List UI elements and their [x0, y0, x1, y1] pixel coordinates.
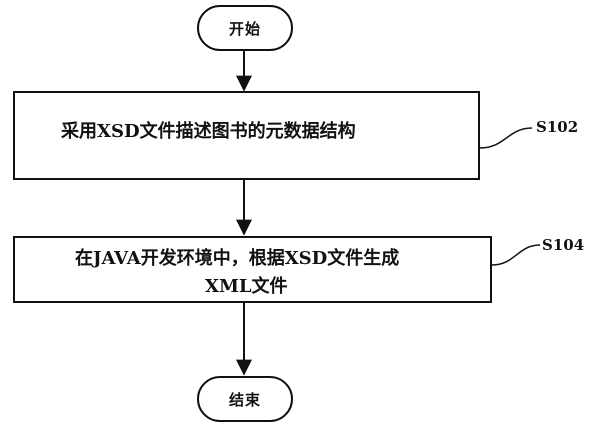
- end-label: 结束: [228, 390, 261, 409]
- start-node: 开始: [197, 5, 293, 51]
- step-label-s102: S102: [536, 118, 579, 136]
- step-label-s104: S104: [542, 236, 585, 254]
- s104-text-line1: 在JAVA开发环境中，根据XSD文件生成: [75, 248, 400, 269]
- leader-s104: [491, 244, 541, 266]
- process-s102: 采用XSD文件描述图书的元数据结构: [13, 91, 480, 180]
- s104-text-line2: XML文件: [205, 276, 288, 297]
- s102-text: 采用XSD文件描述图书的元数据结构: [61, 121, 356, 142]
- leader-s102: [479, 127, 533, 149]
- end-node: 结束: [197, 376, 293, 422]
- start-label: 开始: [228, 19, 261, 38]
- process-s104: 在JAVA开发环境中，根据XSD文件生成 XML文件: [13, 236, 492, 303]
